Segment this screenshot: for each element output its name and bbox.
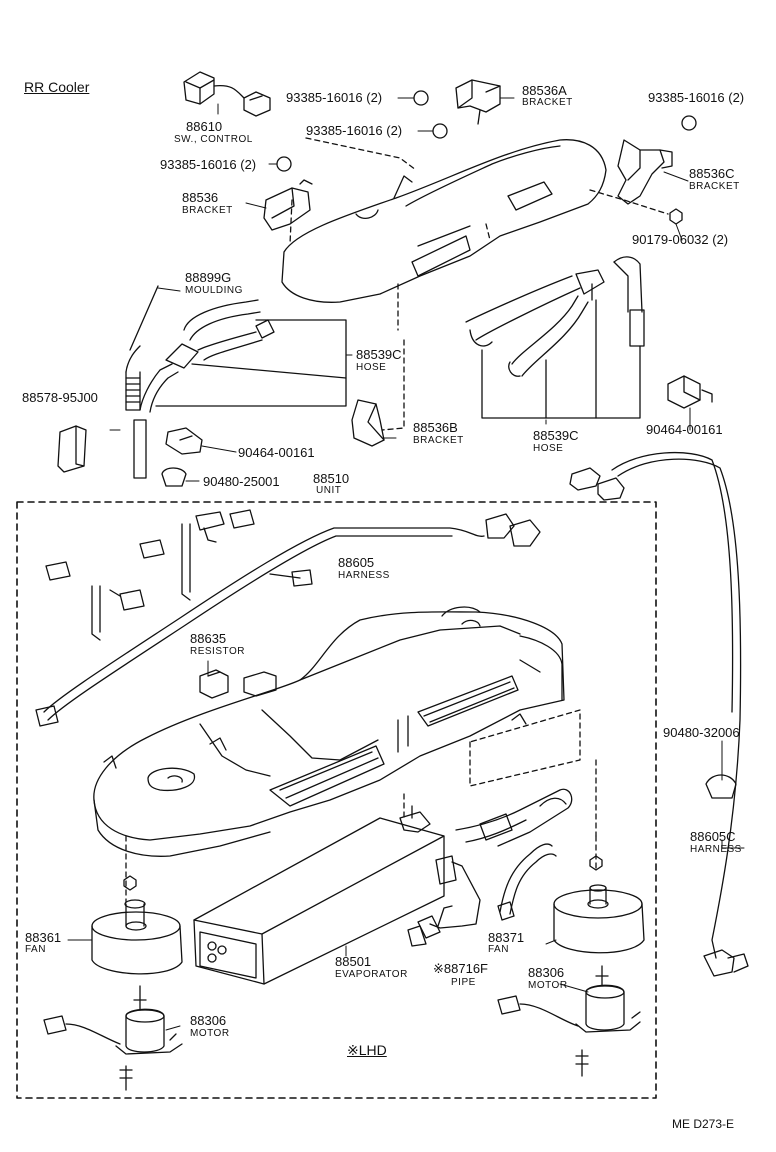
part-88501-number: 88501 xyxy=(335,954,372,969)
pipe-icon xyxy=(133,419,147,479)
part-88539c-right-desc: HOSE xyxy=(533,443,564,454)
main-unit-housing xyxy=(93,606,565,857)
part-88539c-right-number: 88539C xyxy=(533,428,579,443)
part-88536a-desc: BRACKET xyxy=(522,97,573,108)
motor-left-icon xyxy=(43,985,183,1091)
part-90464-right-number: 90464-00161 xyxy=(646,422,723,437)
hose-88539c-left-icon xyxy=(139,299,275,413)
bracket-88536c-icon xyxy=(617,139,673,205)
moulding-icon xyxy=(125,285,159,411)
part-88539c-left-desc: HOSE xyxy=(356,362,387,373)
part-88361-desc: FAN xyxy=(25,944,46,955)
part-88361-number: 88361 xyxy=(25,930,62,945)
clip-right-icon xyxy=(667,375,713,409)
pipe-88716f-icon xyxy=(407,788,573,947)
part-90464-left-number: 90464-00161 xyxy=(238,445,315,460)
hose-88539c-right-icon xyxy=(465,256,645,419)
lhd-note: ※LHD xyxy=(347,1042,387,1058)
evaporator-icon xyxy=(193,805,457,985)
part-88536-desc: BRACKET xyxy=(182,205,233,216)
bracket-88536-icon xyxy=(263,179,313,231)
part-88510-desc: UNIT xyxy=(316,485,342,496)
part-88306-left-number: 88306 xyxy=(190,1013,227,1028)
nut-icon xyxy=(669,208,683,225)
harness-88605c-icon xyxy=(569,452,749,977)
part-88536-number: 88536 xyxy=(182,190,219,205)
part-88536b-number: 88536B xyxy=(413,420,458,435)
part-88610-desc: SW., CONTROL xyxy=(174,134,253,145)
pad-icon xyxy=(57,425,87,473)
part-90480-32006-number: 90480-32006 xyxy=(663,725,740,740)
part-88371-desc: FAN xyxy=(488,944,509,955)
part-88716f-desc: PIPE xyxy=(451,977,476,988)
fan-88371-icon xyxy=(553,884,645,954)
part-90480-25001-number: 90480-25001 xyxy=(203,474,280,489)
upper-unit-outline xyxy=(281,139,607,303)
part-88899g-number: 88899G xyxy=(185,270,232,285)
control-switch-icon xyxy=(183,71,271,117)
bracket-88536a-icon xyxy=(455,79,501,125)
diagram-title: RR Cooler xyxy=(24,79,90,95)
part-88578-number: 88578-95J00 xyxy=(22,390,98,405)
grommet-icon xyxy=(161,467,187,487)
part-88635-number: 88635 xyxy=(190,631,227,646)
part-90179-number: 90179-06032 (2) xyxy=(632,232,729,247)
grommet-32006-icon xyxy=(705,774,737,799)
part-88536a-number: 88536A xyxy=(522,83,567,98)
part-88899g-desc: MOULDING xyxy=(185,285,243,296)
part-88510-number: 88510 xyxy=(313,471,350,486)
part-88306-right-desc: MOTOR xyxy=(528,980,568,991)
fan-88361-icon xyxy=(91,899,183,975)
diagram-code: ME D273-E xyxy=(672,1117,735,1131)
part-88539c-left-number: 88539C xyxy=(356,347,402,362)
harness-88605-icon xyxy=(35,509,541,727)
part-88501-desc: EVAPORATOR xyxy=(335,969,408,980)
bracket-88536b-icon xyxy=(351,399,385,447)
part-88306-right-number: 88306 xyxy=(528,965,565,980)
part-88371-number: 88371 xyxy=(488,930,525,945)
part-88605-number: 88605 xyxy=(338,555,375,570)
part-88306-left-desc: MOTOR xyxy=(190,1028,230,1039)
fan-nut-icon xyxy=(123,855,603,891)
part-88605c-desc: HARNESS xyxy=(690,844,742,855)
clip-left-icon xyxy=(165,427,203,455)
part-93385-d-number: 93385-16016 (2) xyxy=(648,90,745,105)
part-88536c-number: 88536C xyxy=(689,166,735,181)
part-88610-number: 88610 xyxy=(186,119,223,134)
part-93385-b-number: 93385-16016 (2) xyxy=(306,123,403,138)
part-93385-a-number: 93385-16016 (2) xyxy=(286,90,383,105)
part-88536b-desc: BRACKET xyxy=(413,435,464,446)
part-93385-c-number: 93385-16016 (2) xyxy=(160,157,257,172)
resistor-icon xyxy=(199,669,277,699)
part-88716f-number: ※88716F xyxy=(433,961,488,976)
motor-right-icon xyxy=(497,965,641,1077)
part-88605-desc: HARNESS xyxy=(338,570,390,581)
part-88605c-number: 88605C xyxy=(690,829,736,844)
unit-boundary xyxy=(16,501,657,1099)
part-88635-desc: RESISTOR xyxy=(190,646,245,657)
part-88536c-desc: BRACKET xyxy=(689,181,740,192)
